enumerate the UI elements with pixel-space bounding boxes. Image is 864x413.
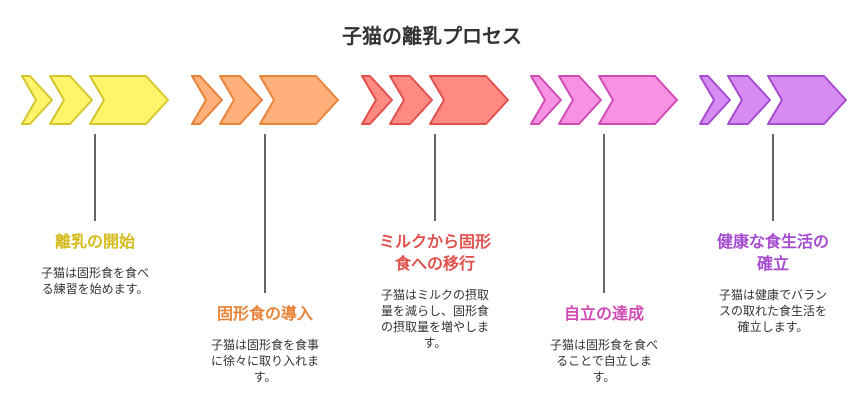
stage-2-title-line: 固形食の導入	[216, 304, 313, 323]
stage-4-chevron-3	[598, 75, 678, 125]
stage-1-description-line: る練習を始めます。	[41, 282, 149, 296]
stage-3-chevron-1	[361, 75, 393, 125]
stage-3-description-line: の摂取量を増やしま	[380, 320, 489, 334]
stage-3-chevron-3	[429, 75, 509, 125]
stage-4-description: 子猫は固形食を食べることで自立します。	[524, 337, 684, 385]
stage-5-chevrons	[699, 75, 847, 125]
stage-3-chevrons	[361, 75, 509, 125]
diagram-title: 子猫の離乳プロセス	[342, 24, 522, 48]
stage-1-chevron-1	[21, 75, 53, 125]
stage-4-chevrons	[530, 75, 678, 125]
stage-3-description-line: 子猫はミルクの摂取	[380, 288, 489, 302]
stage-1-title-line: 離乳の開始	[54, 232, 135, 251]
stage-2-chevron-2	[219, 75, 263, 125]
stage-4-chevron-2	[558, 75, 602, 125]
stage-2-chevron-3	[259, 75, 339, 125]
stage-2-chevrons	[191, 75, 339, 125]
stage-1-chevrons	[21, 75, 169, 125]
stage-5-description-line: スの取れた食生活を	[718, 304, 827, 318]
stage-4-title: 自立の達成	[524, 303, 684, 325]
stage-2-description-line: す。	[253, 370, 277, 384]
stage-5-title-line: 健康な食生活の	[716, 232, 829, 251]
stage-1-chevron-3	[89, 75, 169, 125]
stage-1-description-line: 子猫は固形食を食べ	[40, 266, 149, 280]
stage-5-title: 健康な食生活の確立	[693, 231, 853, 275]
stage-3-title-line: 食への移行	[394, 254, 475, 273]
stage-5-description: 子猫は健康でバランスの取れた食生活を確立します。	[693, 287, 853, 335]
stage-3-chevron-2	[389, 75, 433, 125]
stage-3-title-line: ミルクから固形	[378, 232, 491, 251]
stage-5-chevron-2	[727, 75, 771, 125]
stage-1-description: 子猫は固形食を食べる練習を始めます。	[15, 265, 175, 297]
stage-3-description-line: す。	[423, 336, 447, 350]
stage-3-title: ミルクから固形食への移行	[355, 231, 515, 275]
stage-4-description-line: 子猫は固形食を食べ	[549, 338, 658, 352]
stage-4-description-line: す。	[592, 370, 616, 384]
stage-2-title: 固形食の導入	[185, 303, 345, 325]
stage-3-description: 子猫はミルクの摂取量を減らし、固形食の摂取量を増やします。	[355, 287, 515, 351]
stage-5-title-line: 確立	[756, 254, 789, 273]
stage-5-chevron-3	[767, 75, 847, 125]
stage-5-chevron-1	[699, 75, 731, 125]
stage-4-description-line: ることで自立しま	[556, 354, 652, 368]
stage-2-description-line: 子猫は固形食を食事	[210, 338, 319, 352]
stage-2-description: 子猫は固形食を食事に徐々に取り入れます。	[185, 337, 345, 385]
stage-5-description-line: 確立します。	[737, 320, 809, 334]
stage-4-title-line: 自立の達成	[563, 304, 644, 323]
stage-1-chevron-2	[49, 75, 93, 125]
stage-3-description-line: 量を減らし、固形食	[380, 304, 489, 318]
stage-2-description-line: に徐々に取り入れま	[210, 354, 319, 368]
stage-1-title: 離乳の開始	[15, 231, 175, 253]
stage-2-chevron-1	[191, 75, 223, 125]
stage-4-chevron-1	[530, 75, 562, 125]
stage-5-description-line: 子猫は健康でバラン	[718, 288, 827, 302]
